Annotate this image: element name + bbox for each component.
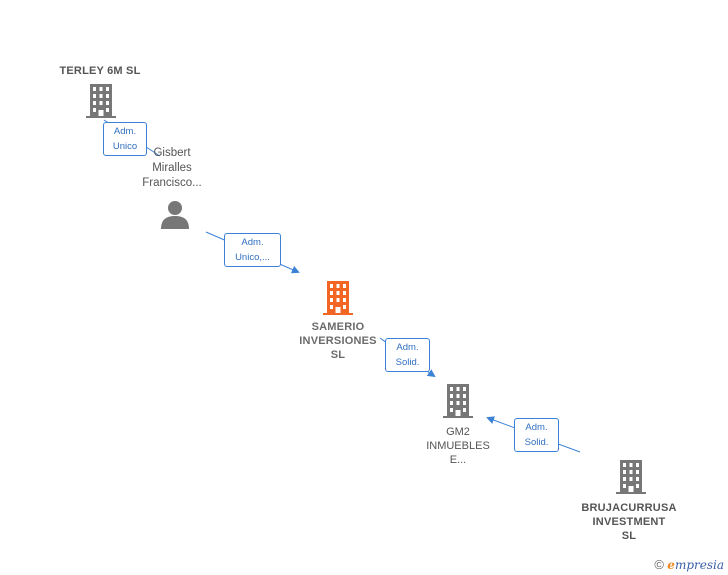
brand-logo-e: e xyxy=(667,558,675,572)
building-icon[interactable] xyxy=(443,384,473,418)
edge-label-bruja-gm2[interactable]: Adm. Solid. xyxy=(514,418,559,452)
node-gisbert-label: Gisbert Miralles Francisco... xyxy=(142,147,202,189)
node-samerio-label: SAMERIO INVERSIONES SL xyxy=(299,321,377,361)
node-gm2-label: GM2 INMUEBLES E... xyxy=(426,426,490,466)
edge-label-samerio-gm2[interactable]: Adm. Solid. xyxy=(385,338,430,372)
node-terley-label: TERLEY 6M SL xyxy=(59,65,141,77)
building-icon[interactable] xyxy=(86,84,116,118)
node-brujacurrusa-label: BRUJACURRUSA INVESTMENT SL xyxy=(581,502,677,542)
copyright-icon: © xyxy=(654,557,664,572)
building-icon[interactable] xyxy=(616,460,646,494)
person-icon[interactable] xyxy=(160,200,190,230)
brand-watermark[interactable]: © empresia xyxy=(654,557,724,572)
brand-logo-text: mpresia xyxy=(674,558,724,572)
edge-label-terley-gisbert[interactable]: Adm. Unico xyxy=(103,122,147,156)
building-icon[interactable] xyxy=(323,281,353,315)
edge-label-gisbert-samerio[interactable]: Adm. Unico,... xyxy=(224,233,281,267)
